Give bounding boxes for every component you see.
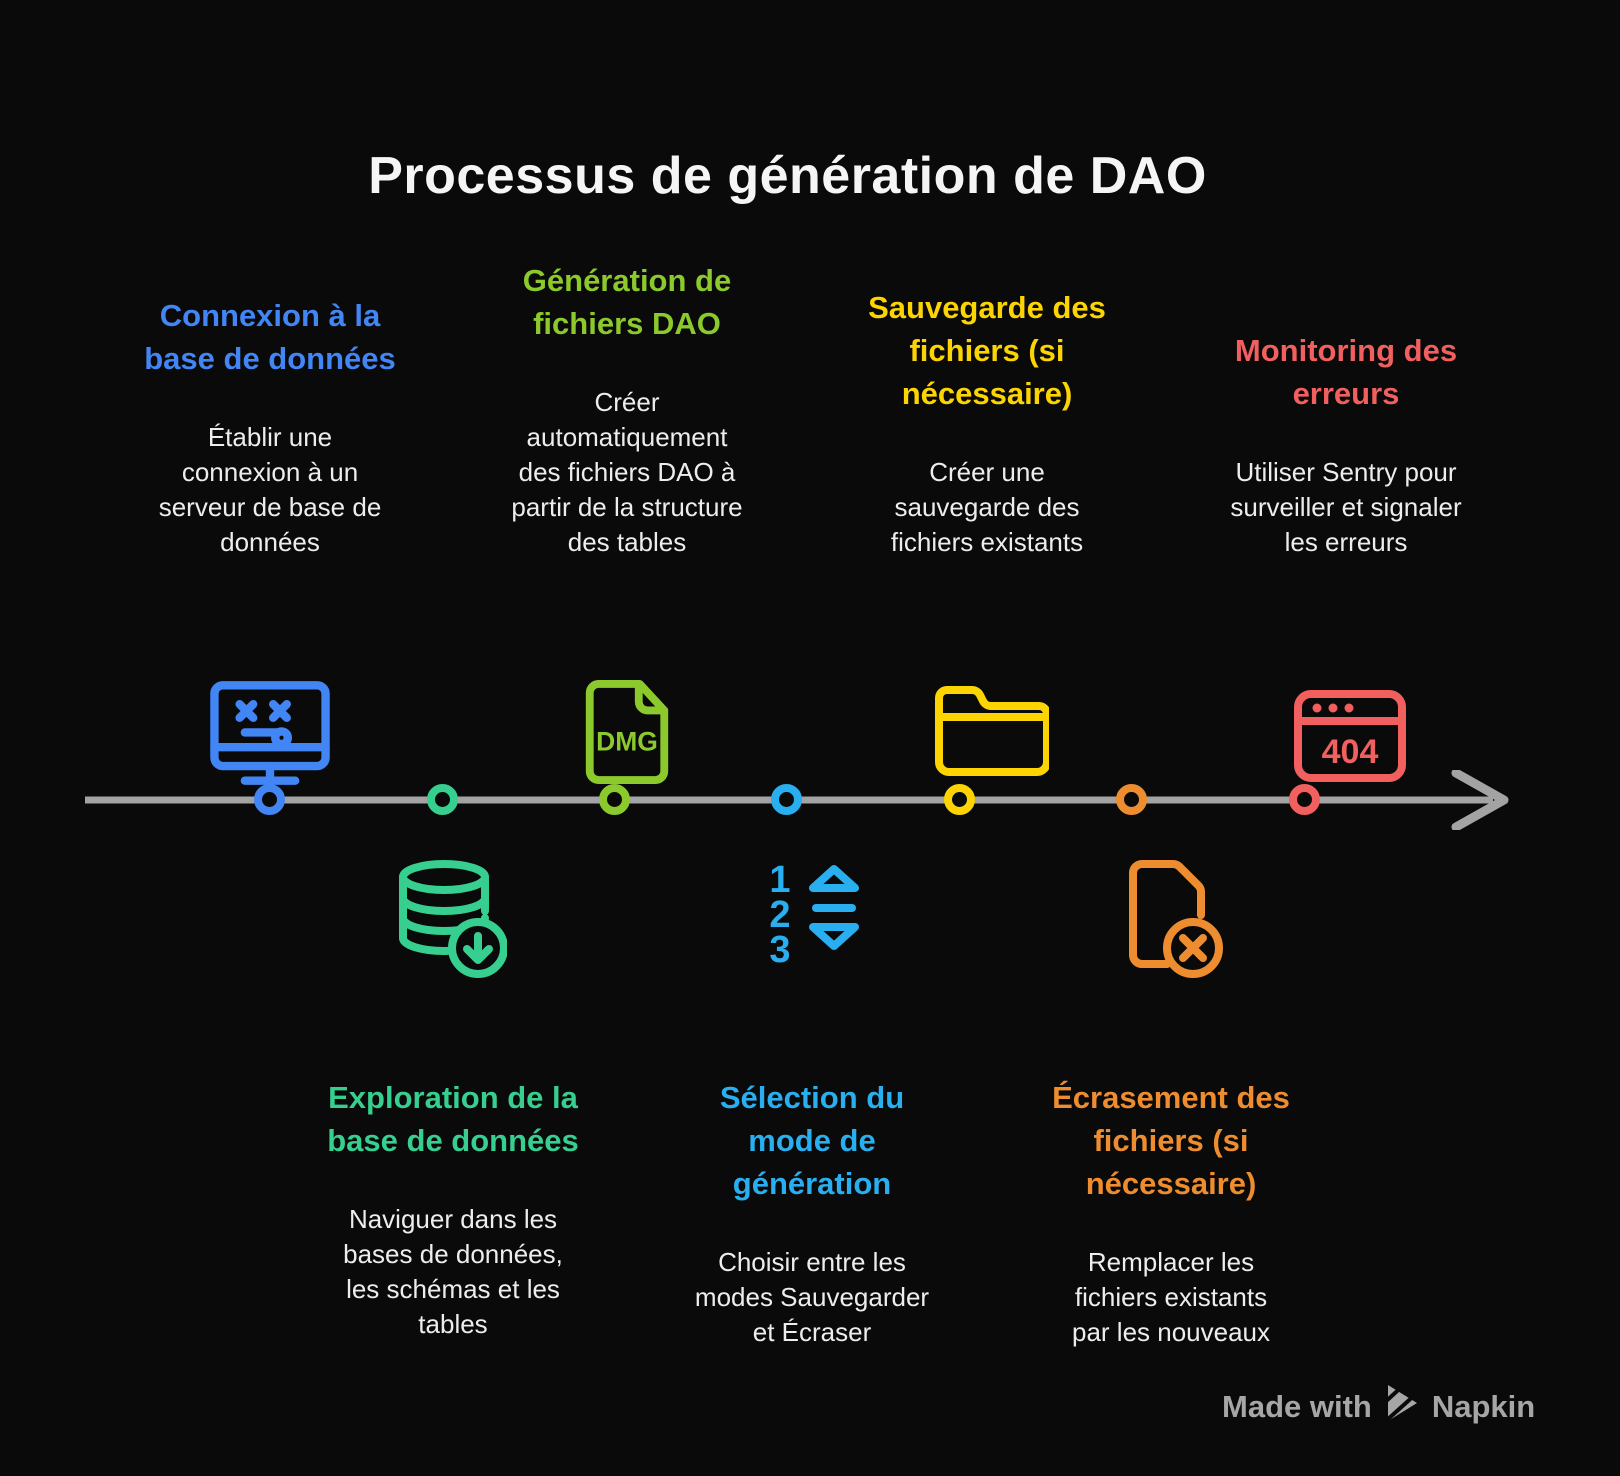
step-text-exploration: Exploration de la base de données Navigu… <box>288 1058 618 1360</box>
step-text-ecrasement: Écrasement des fichiers (si nécessaire) … <box>1006 1058 1336 1368</box>
step-description: Remplacer les fichiers existants par les… <box>1071 1247 1271 1347</box>
timeline-dot <box>771 784 802 815</box>
sort-number-2: 2 <box>769 894 790 936</box>
step-text-selection: Sélection du mode de génération Choisir … <box>647 1058 977 1368</box>
sort-number-1: 1 <box>769 859 790 901</box>
step-description: Créer une sauvegarde des fichiers exista… <box>890 457 1084 557</box>
step-description: Établir une connexion à un serveur de ba… <box>158 422 382 557</box>
step-text-generation: Génération de fichiers DAO Créer automat… <box>462 241 792 578</box>
step-description: Utiliser Sentry pour surveiller et signa… <box>1230 457 1462 557</box>
step-description: Naviguer dans les bases de données, les … <box>343 1204 563 1339</box>
napkin-brand-label: Napkin <box>1431 1389 1536 1424</box>
timeline-dot <box>427 784 458 815</box>
timeline-axis <box>80 768 1540 835</box>
step-text-sauvegarde: Sauvegarde des fichiers (si nécessaire) … <box>822 268 1152 578</box>
made-with-label: Made with <box>1222 1389 1372 1424</box>
timeline-dot <box>1289 784 1320 815</box>
made-with-napkin-badge: Made with Napkin <box>1222 1380 1536 1430</box>
step-heading: Génération de fichiers DAO <box>522 263 732 341</box>
step-text-connexion: Connexion à la base de données Établir u… <box>105 276 435 578</box>
error-404-browser-icon: 404 <box>1292 688 1408 784</box>
timeline-dot <box>254 784 285 815</box>
crashed-computer-icon <box>205 680 335 786</box>
sort-number-3: 3 <box>769 929 790 966</box>
step-heading: Connexion à la base de données <box>144 298 396 376</box>
page-title: Processus de génération de DAO <box>368 147 1207 205</box>
database-download-icon <box>393 857 507 981</box>
dmg-file-icon: DMG <box>577 678 677 786</box>
step-heading: Écrasement des fichiers (si nécessaire) <box>1052 1080 1290 1201</box>
step-description: Créer automatiquement des fichiers DAO à… <box>511 387 743 557</box>
timeline-arrow-icon <box>1451 768 1509 832</box>
file-delete-icon <box>1113 856 1223 982</box>
napkin-logo-icon <box>1381 1380 1419 1430</box>
error-code-label: 404 <box>1322 733 1379 771</box>
timeline-dot <box>599 784 630 815</box>
step-text-monitoring: Monitoring des erreurs Utiliser Sentry p… <box>1181 311 1511 578</box>
dmg-label: DMG <box>596 727 658 757</box>
folder-icon <box>931 684 1049 776</box>
timeline-dot <box>944 784 975 815</box>
sort-numbers-icon: 1 2 3 <box>758 856 862 966</box>
step-heading: Sélection du mode de génération <box>719 1080 905 1201</box>
timeline-dot <box>1116 784 1147 815</box>
step-heading: Monitoring des erreurs <box>1234 333 1458 411</box>
step-heading: Exploration de la base de données <box>327 1080 579 1158</box>
step-heading: Sauvegarde des fichiers (si nécessaire) <box>868 290 1106 411</box>
step-description: Choisir entre les modes Sauvegarder et É… <box>694 1247 930 1347</box>
